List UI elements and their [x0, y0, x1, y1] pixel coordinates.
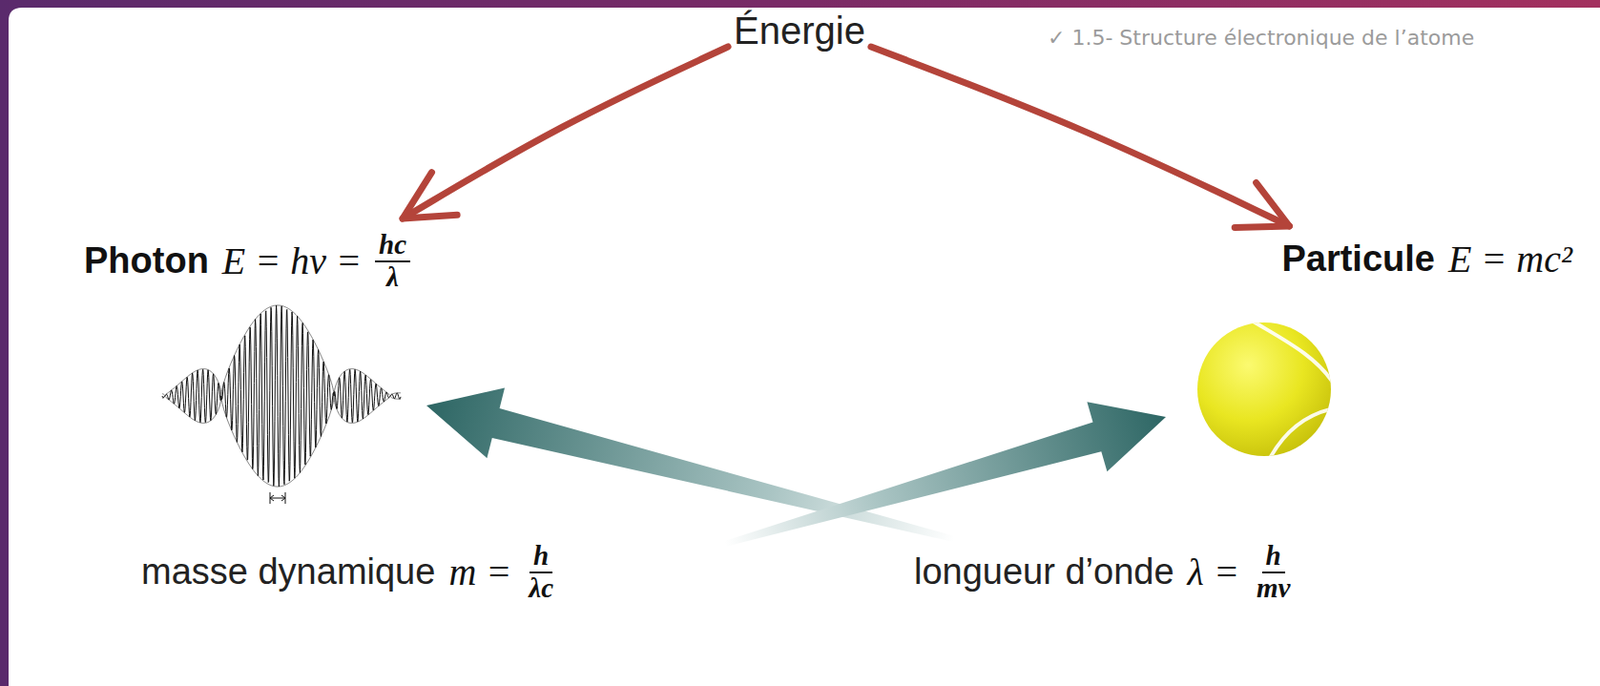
text-segment: ✓ 1.5- Structure électronique de l’atome	[1047, 25, 1475, 50]
formula-caption: longueur d’onde	[914, 551, 1175, 594]
formula-text: λ =	[1187, 550, 1240, 595]
fraction-denominator: mv	[1252, 573, 1294, 604]
text-segment: Particule	[1281, 238, 1435, 281]
wavelength-formula: longueur d’onde λ = hmv	[914, 540, 1294, 604]
fraction: hcλ	[374, 229, 411, 293]
fraction: hλc	[524, 540, 558, 604]
text-segment: E = hν =	[222, 239, 362, 284]
teal-arrow	[724, 401, 1166, 547]
node-title: Photon	[83, 240, 209, 283]
wave-packet	[162, 305, 401, 487]
ball-seam	[1251, 320, 1334, 384]
energy-node: Énergie	[733, 8, 866, 53]
fraction-numerator: h	[1262, 540, 1286, 574]
teal-arrow	[426, 388, 956, 542]
fraction-numerator: hc	[374, 229, 411, 263]
energy-arrow	[402, 46, 728, 219]
formula-text: E = mc²	[1448, 237, 1573, 282]
fraction-numerator: h	[529, 540, 553, 574]
fraction-denominator: λ	[382, 262, 403, 293]
section-header: ✓ 1.5- Structure électronique de l’atome	[1047, 25, 1475, 50]
tennis-ball	[1197, 322, 1331, 457]
slide-ground	[8, 7, 1600, 686]
text-segment: Énergie	[733, 8, 866, 53]
formula-text: m =	[448, 550, 512, 595]
text-segment: λ =	[1187, 550, 1240, 595]
formula-text: E = hν =	[222, 239, 362, 284]
fraction: hmv	[1252, 540, 1294, 604]
ball-seams	[1251, 320, 1334, 460]
text-segment: longueur d’onde	[914, 551, 1175, 594]
wavelength-mark	[270, 492, 286, 504]
particle-node: Particule E = mc²	[1281, 237, 1573, 282]
text-segment: m =	[448, 550, 512, 595]
text-segment: masse dynamique	[141, 551, 436, 594]
photon-node: Photon E = hν = hcλ	[83, 229, 411, 293]
fraction-denominator: λc	[524, 573, 558, 604]
ball-seam	[1268, 408, 1334, 460]
node-title: Particule	[1281, 238, 1435, 281]
energy-arrow	[871, 46, 1289, 227]
formula-caption: masse dynamique	[141, 551, 436, 594]
section-header-text: ✓ 1.5- Structure électronique de l’atome	[1047, 25, 1475, 50]
text-segment: E = mc²	[1448, 237, 1573, 282]
text-segment: Photon	[83, 240, 209, 283]
wave-envelope	[162, 395, 401, 487]
energy-label: Énergie	[733, 8, 866, 53]
dynamic-mass-formula: masse dynamique m = hλc	[141, 540, 558, 604]
